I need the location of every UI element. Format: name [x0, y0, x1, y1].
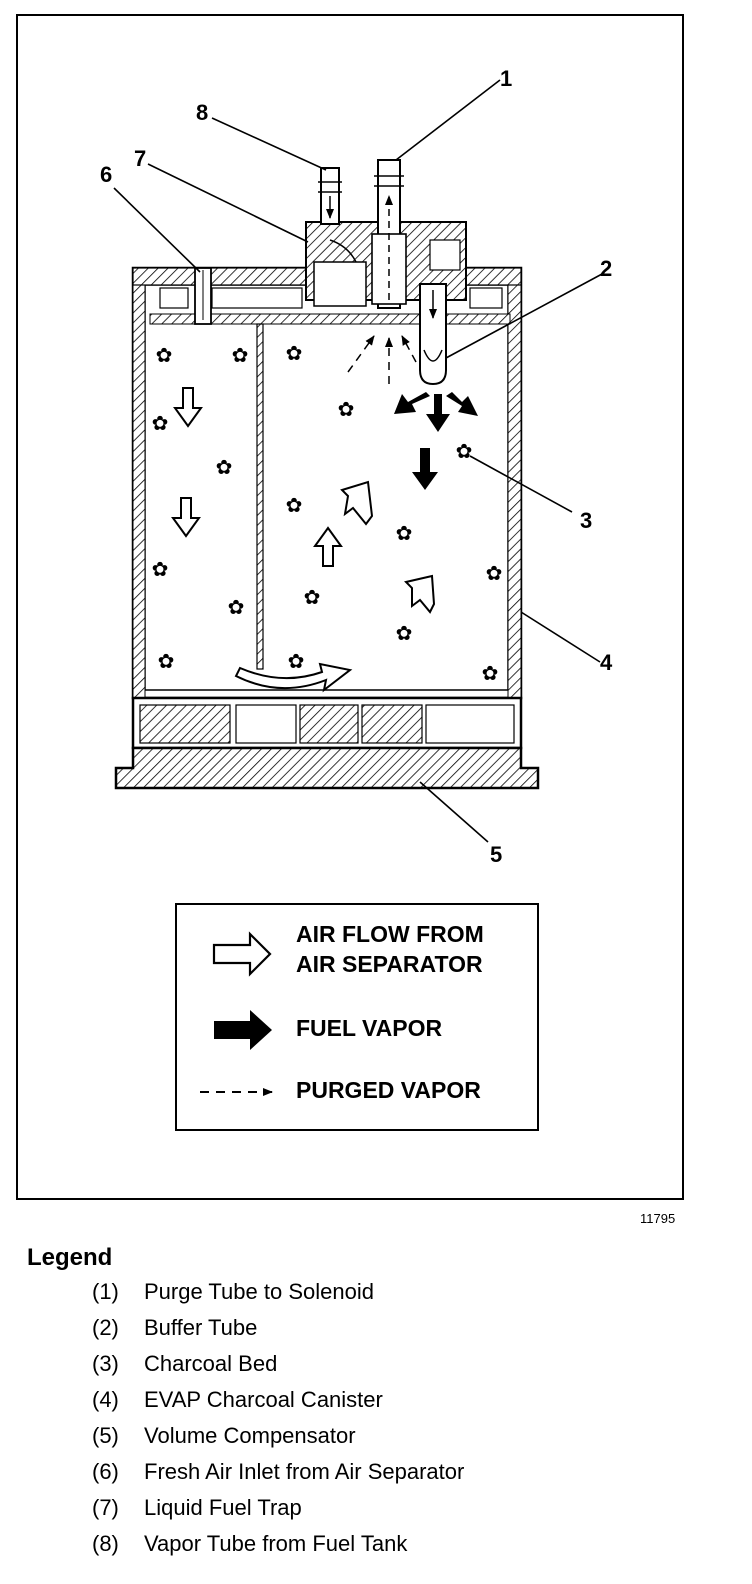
legend-item-number: (3) [92, 1351, 119, 1376]
legend-item-label: Purge Tube to Solenoid [144, 1279, 374, 1304]
legend-title: Legend [27, 1244, 113, 1271]
callout-6: 6 [100, 162, 112, 187]
air-flow-arrows [171, 387, 436, 693]
fresh-air-inlet [194, 267, 212, 325]
legend-list: (1) Purge Tube to Solenoid (2) Buffer Tube… [92, 1279, 464, 1567]
air-flow-key-icon [212, 931, 272, 977]
legend-item-label: Vapor Tube from Fuel Tank [144, 1531, 408, 1556]
buffer-tube [419, 283, 447, 386]
callout-8: 8 [196, 100, 208, 125]
callout-4: 4 [600, 650, 613, 675]
svg-text:✿: ✿ [286, 341, 303, 365]
svg-text:✿: ✿ [152, 557, 169, 581]
legend-item: (6) Fresh Air Inlet from Air Separator [92, 1459, 464, 1495]
svg-text:✿: ✿ [286, 493, 303, 517]
svg-text:✿: ✿ [232, 343, 249, 367]
legend-item-label: Fresh Air Inlet from Air Separator [144, 1459, 465, 1484]
legend-item: (3) Charcoal Bed [92, 1351, 464, 1387]
arrow-key: AIR FLOW FROM AIR SEPARATOR FUEL VAPOR P… [175, 903, 539, 1131]
callout-7: 7 [134, 146, 146, 171]
svg-text:✿: ✿ [338, 397, 355, 421]
legend-item-number: (8) [92, 1531, 119, 1556]
key-air-flow-line2: AIR SEPARATOR [296, 951, 483, 977]
purged-vapor-arrows [347, 335, 417, 384]
callout-3: 3 [580, 508, 592, 533]
svg-text:✿: ✿ [396, 521, 413, 545]
svg-text:✿: ✿ [482, 661, 499, 685]
vapor-tube-fuel-tank [318, 167, 342, 225]
legend-item: (1) Purge Tube to Solenoid [92, 1279, 464, 1315]
fuel-vapor-key-icon [214, 1010, 272, 1050]
svg-text:✿: ✿ [156, 343, 173, 367]
legend-item-label: Buffer Tube [144, 1315, 258, 1340]
legend-item-label: Charcoal Bed [144, 1351, 278, 1376]
figure-frame [16, 14, 684, 1200]
key-air-flow-line1: AIR FLOW FROM [296, 921, 484, 947]
legend-item-label: Volume Compensator [144, 1423, 356, 1448]
svg-text:✿: ✿ [216, 455, 233, 479]
legend-item: (5) Volume Compensator [92, 1423, 464, 1459]
figure-number: 11795 [640, 1211, 676, 1226]
charcoal-granules: ✿ ✿ ✿ ✿ ✿ ✿ ✿ ✿ ✿ ✿ ✿ ✿ ✿ ✿ ✿ ✿ ✿ [152, 341, 503, 685]
purge-tube [371, 159, 407, 309]
legend-item-number: (5) [92, 1423, 119, 1448]
legend-item: (2) Buffer Tube [92, 1315, 464, 1351]
volume-compensator [114, 696, 540, 790]
svg-text:✿: ✿ [158, 649, 175, 673]
legend-item-number: (7) [92, 1495, 119, 1520]
svg-text:✿: ✿ [486, 561, 503, 585]
canister-shell [131, 266, 523, 700]
svg-text:✿: ✿ [152, 411, 169, 435]
callout-numbers: 1 8 7 6 2 3 4 5 [100, 66, 613, 867]
legend-item-number: (6) [92, 1459, 119, 1484]
legend-item-label: Liquid Fuel Trap [144, 1495, 302, 1520]
callout-1: 1 [500, 66, 512, 91]
fuel-vapor-arrows [394, 392, 478, 490]
legend-item: (4) EVAP Charcoal Canister [92, 1387, 464, 1423]
legend-item: (8) Vapor Tube from Fuel Tank [92, 1531, 464, 1567]
key-purged-vapor: PURGED VAPOR [296, 1077, 481, 1103]
svg-text:✿: ✿ [304, 585, 321, 609]
key-fuel-vapor: FUEL VAPOR [296, 1015, 442, 1041]
legend-item-number: (2) [92, 1315, 119, 1340]
svg-text:✿: ✿ [396, 621, 413, 645]
canister-diagram: ✿ ✿ ✿ ✿ ✿ ✿ ✿ ✿ ✿ ✿ ✿ ✿ ✿ ✿ ✿ ✿ ✿ 1 8 7 6 2 3 4 5 [100, 66, 613, 1131]
svg-text:✿: ✿ [456, 439, 473, 463]
legend-item: (7) Liquid Fuel Trap [92, 1495, 464, 1531]
leader-lines [113, 79, 603, 843]
divider-wall [256, 323, 264, 670]
callout-2: 2 [600, 256, 612, 281]
svg-text:✿: ✿ [228, 595, 245, 619]
legend-item-label: EVAP Charcoal Canister [144, 1387, 383, 1412]
legend-item-number: (4) [92, 1387, 119, 1412]
callout-5: 5 [490, 842, 502, 867]
svg-text:✿: ✿ [288, 649, 305, 673]
legend-item-number: (1) [92, 1279, 119, 1304]
